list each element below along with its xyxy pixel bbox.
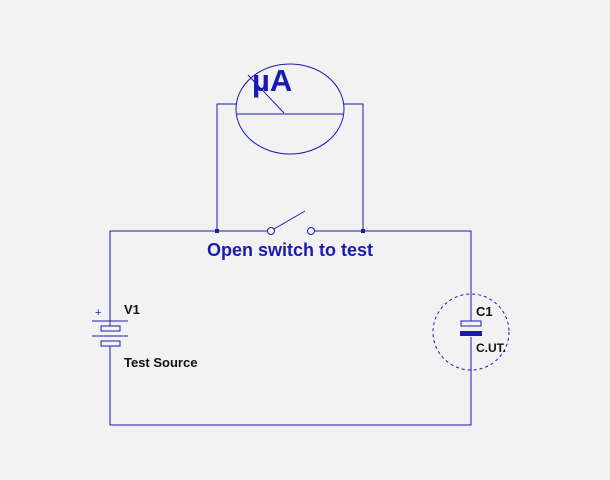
junction-dot-right [361, 229, 365, 233]
battery-cell-bottom [100, 340, 121, 347]
meter-needle [247, 74, 285, 114]
source-name-label: V1 [124, 302, 140, 317]
battery-cell-top [100, 325, 121, 332]
switch-instruction-label: Open switch to test [207, 240, 374, 260]
switch-contact-right [307, 227, 315, 235]
bottom-wire [109, 337, 472, 426]
top-left-wire [109, 230, 271, 331]
top-right-wire [311, 230, 472, 321]
junction-dot-left [215, 229, 219, 233]
capacitor-highlight-circle [432, 293, 510, 371]
microammeter [235, 63, 345, 155]
capacitor-plate-bottom [460, 331, 482, 336]
capacitor-description-label: C.UT. [476, 341, 506, 355]
meter-unit-label: µA [252, 63, 293, 98]
meter-body [235, 63, 345, 155]
meter-right-lead [343, 103, 364, 231]
loop-wires [109, 230, 472, 426]
battery-polarity-label: + [95, 307, 102, 319]
battery-v1 [92, 320, 128, 347]
test-switch [267, 210, 315, 235]
capacitor-plate-top [460, 320, 482, 327]
switch-contact-left [267, 227, 275, 235]
source-description-label: Test Source [124, 355, 198, 370]
switch-blade [273, 210, 306, 230]
meter-left-lead [216, 103, 237, 231]
meter-branch-wires [216, 103, 364, 231]
capacitor-c1 [432, 293, 510, 371]
capacitor-name-label: C1 [476, 304, 493, 319]
